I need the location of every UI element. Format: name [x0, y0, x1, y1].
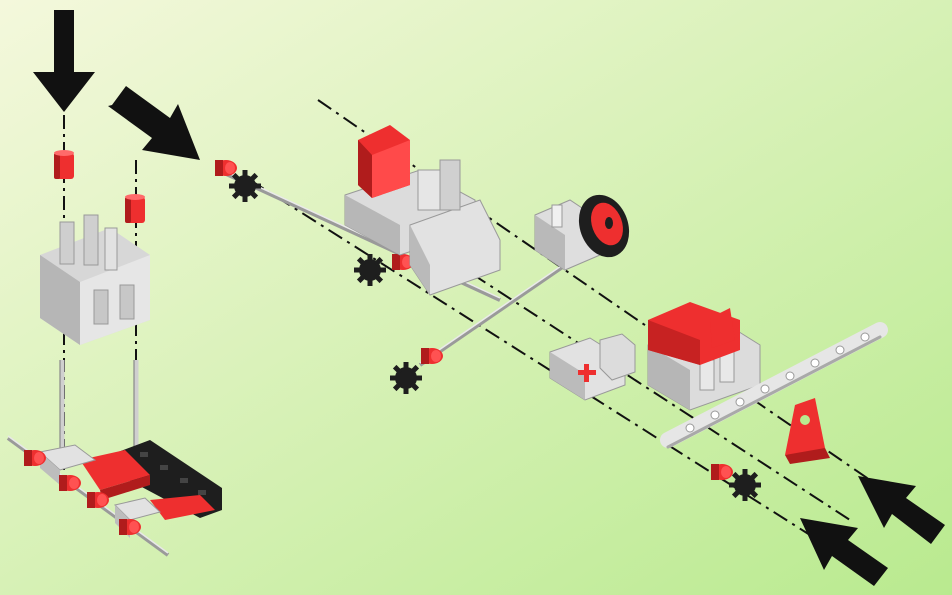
red-bushing: [54, 150, 74, 179]
red-hub: [215, 160, 237, 176]
black-gear: [729, 469, 761, 501]
black-gear: [229, 170, 261, 202]
red-hub: [711, 464, 733, 480]
black-gear: [390, 362, 422, 394]
black-gear: [354, 254, 386, 286]
red-bushing: [125, 194, 145, 223]
red-hub: [421, 348, 443, 364]
